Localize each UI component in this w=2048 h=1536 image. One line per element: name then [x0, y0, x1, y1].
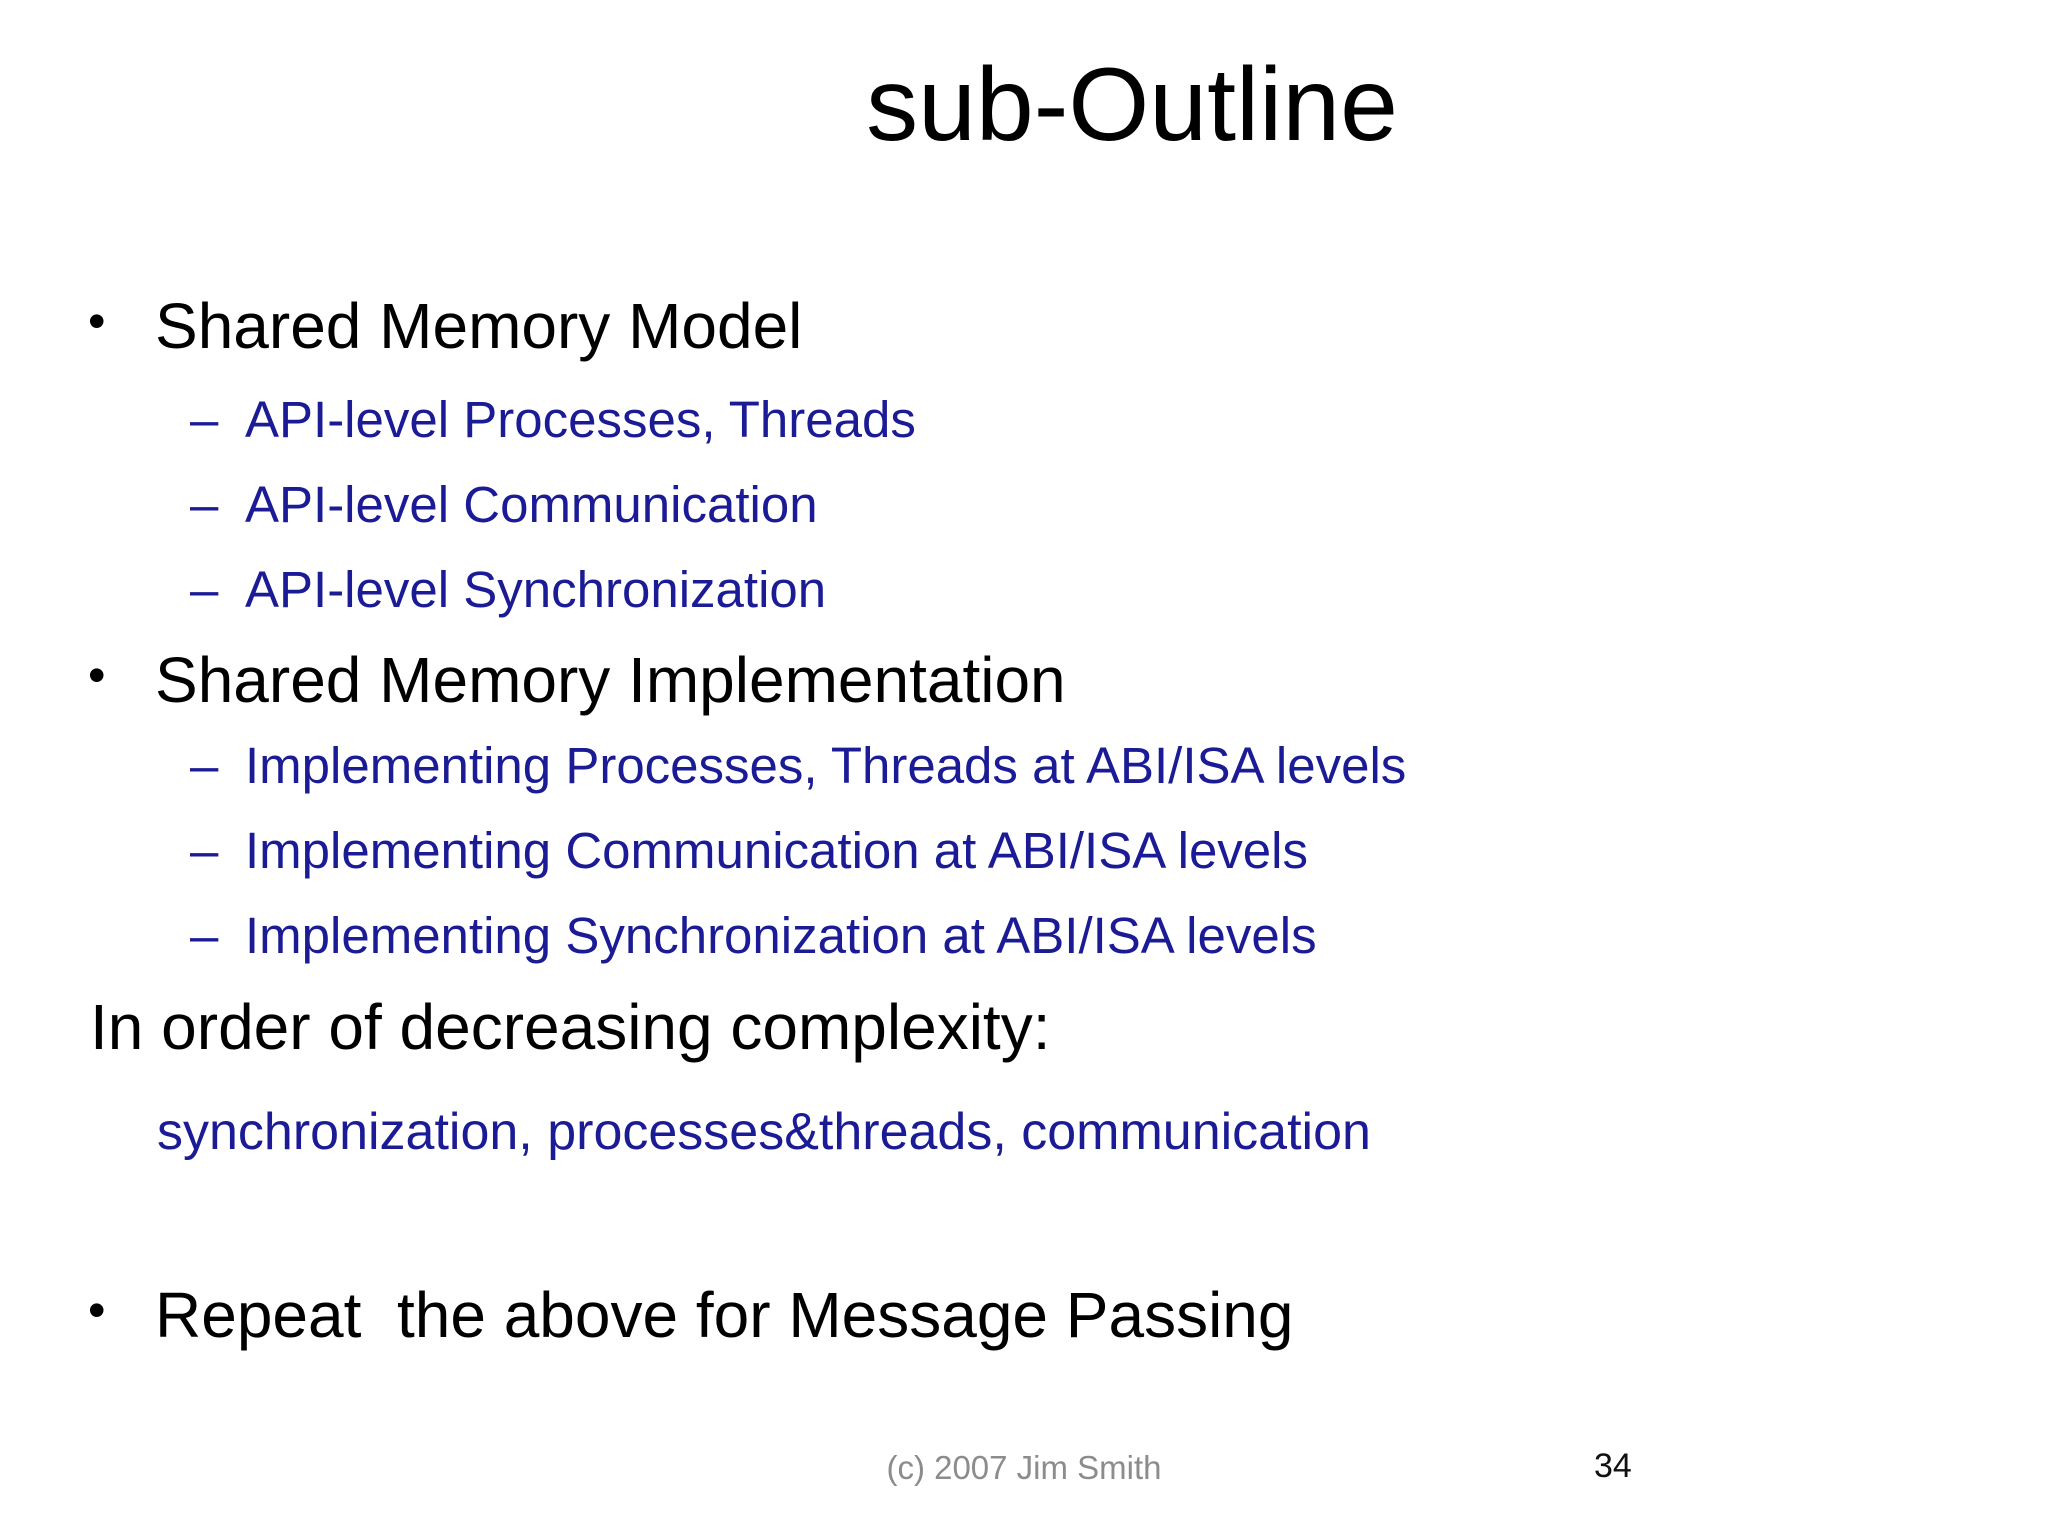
complexity-note-intro: In order of decreasing complexity: — [0, 992, 2048, 1203]
complexity-note-intro-text: In order of decreasing complexity: — [90, 991, 1051, 1063]
dash-icon: – — [190, 822, 219, 879]
footer-copyright: (c) 2007 Jim Smith — [886, 1449, 1162, 1486]
sub-item-label: API-level Synchronization — [245, 561, 827, 618]
sub-item-label: Implementing Communication at ABI/ISA le… — [245, 822, 1309, 879]
dash-icon: – — [190, 907, 219, 964]
sub-item: – Implementing Processes, Threads at ABI… — [0, 737, 2048, 962]
bullet-item: • Shared Memory Implementation — [0, 645, 2048, 927]
sub-item: – API-level Communication — [0, 476, 2048, 701]
slide-title: sub-Outline — [866, 47, 1398, 163]
dash-icon: – — [190, 561, 219, 618]
sub-item: – API-level Processes, Threads — [0, 391, 2048, 616]
complexity-note-order-text: synchronization, processes&threads, comm… — [157, 1103, 1371, 1161]
sub-item-label: API-level Communication — [245, 476, 818, 533]
sub-item: – Implementing Communication at ABI/ISA … — [0, 822, 2048, 1047]
dash-icon: – — [190, 737, 219, 794]
sub-item-label: Implementing Synchronization at ABI/ISA … — [245, 907, 1317, 964]
section-heading: Shared Memory Model — [155, 290, 803, 362]
dash-icon: – — [190, 476, 219, 533]
closing-bullet-label: Repeat the above for Message Passing — [155, 1279, 1294, 1351]
bullet-icon: • — [88, 646, 106, 703]
bullet-icon: • — [88, 292, 106, 349]
footer-page-number: 34 — [1594, 1447, 1632, 1485]
section-heading: Shared Memory Implementation — [155, 644, 1066, 716]
sub-item: – API-level Synchronization — [0, 561, 2048, 786]
sub-item: – Implementing Synchronization at ABI/IS… — [0, 907, 2048, 1132]
bullet-item: • Shared Memory Model — [0, 291, 2048, 573]
dash-icon: – — [190, 391, 219, 448]
sub-item-label: Implementing Processes, Threads at ABI/I… — [245, 737, 1407, 794]
bullet-item: • Repeat the above for Message Passing — [0, 1280, 2048, 1536]
sub-item-label: API-level Processes, Threads — [245, 391, 916, 448]
bullet-icon: • — [88, 1281, 106, 1338]
complexity-note-order: synchronization, processes&threads, comm… — [0, 1103, 2048, 1276]
